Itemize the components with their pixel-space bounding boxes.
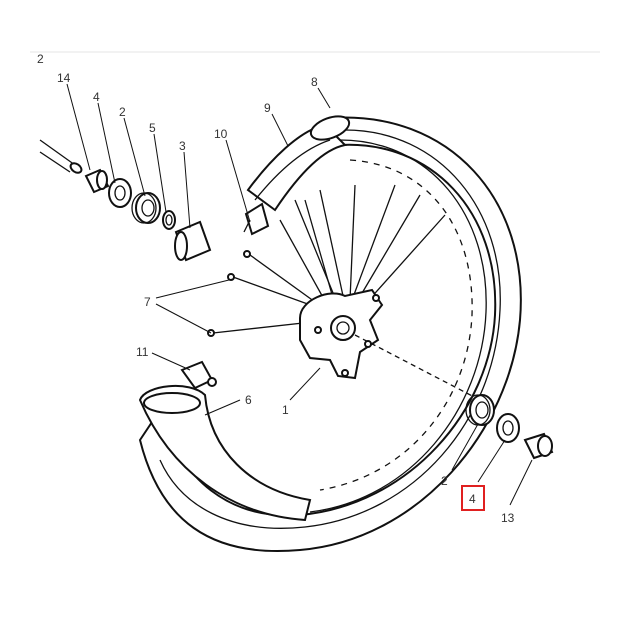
seal-left bbox=[108, 178, 132, 208]
callout-valve-nut: 11 bbox=[136, 345, 149, 359]
rim-tape bbox=[138, 384, 312, 522]
inner-tube bbox=[246, 115, 351, 212]
valve-nut bbox=[180, 360, 217, 390]
callout-collar: 13 bbox=[501, 511, 515, 525]
bearing-right bbox=[465, 394, 495, 426]
callout-circlip: 5 bbox=[149, 121, 156, 135]
callout-hub: 1 bbox=[282, 403, 289, 417]
hub bbox=[299, 288, 384, 380]
seal-right bbox=[496, 413, 520, 443]
bearing-left bbox=[131, 192, 161, 224]
axle bbox=[39, 139, 83, 174]
callout-valve: 10 bbox=[214, 127, 228, 141]
callout-spacer-tube: 3 bbox=[179, 139, 186, 153]
callout-tube: 9 bbox=[264, 101, 271, 115]
callout-bearing-right: 2 bbox=[441, 474, 448, 488]
spacer-tube bbox=[174, 220, 212, 262]
callout-rim-tape: 6 bbox=[245, 393, 252, 407]
callout-tire: 8 bbox=[311, 75, 318, 89]
bushing-left bbox=[84, 168, 110, 194]
axle-centerline bbox=[354, 334, 481, 401]
callout-bearing-left: 2 bbox=[119, 105, 126, 119]
callout-axle: 14 bbox=[57, 71, 71, 85]
callout-spokes: 7 bbox=[144, 295, 151, 309]
circlip bbox=[162, 210, 176, 230]
valve-stem bbox=[243, 202, 270, 236]
callout-seal-right: 4 bbox=[469, 492, 476, 506]
collar bbox=[523, 432, 554, 460]
tire bbox=[138, 116, 522, 552]
corner-label: 2 bbox=[37, 52, 44, 66]
highlight-box bbox=[461, 485, 485, 511]
callout-seal-left: 4 bbox=[93, 90, 100, 104]
leader-lines bbox=[66, 83, 533, 506]
